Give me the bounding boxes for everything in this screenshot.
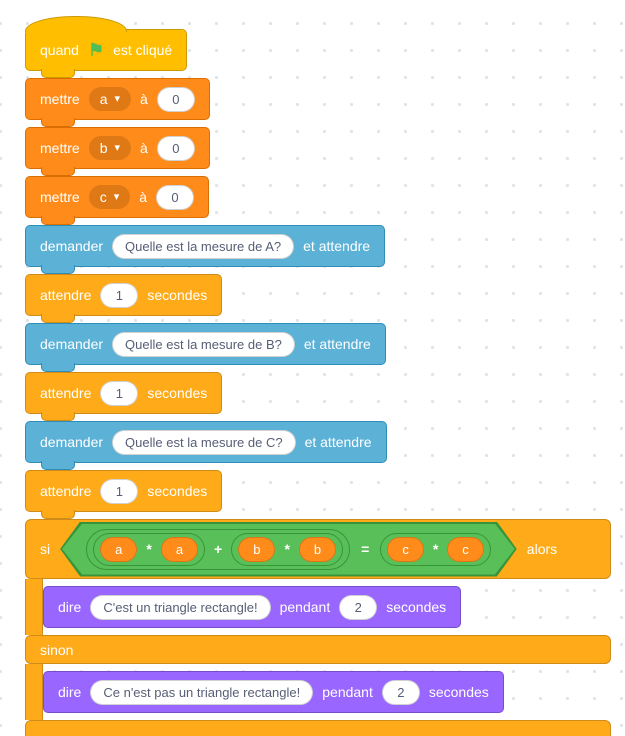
and-wait-label: et attendre bbox=[303, 336, 371, 352]
to-label: à bbox=[140, 140, 148, 156]
when-flag-clicked-block[interactable]: quand ⚑ est cliqué bbox=[25, 16, 188, 78]
for-label: pendant bbox=[279, 599, 331, 615]
set-variable-a-block[interactable]: mettre a ▾ à 0 bbox=[25, 78, 210, 127]
seconds-label: secondes bbox=[147, 287, 208, 303]
multiply-symbol: * bbox=[146, 541, 152, 557]
set-variable-c-block[interactable]: mettre c ▾ à 0 bbox=[25, 176, 210, 225]
multiply-symbol: * bbox=[284, 541, 290, 557]
say-then-seconds-input[interactable]: 2 bbox=[339, 594, 378, 620]
set-a-value-input[interactable]: 0 bbox=[156, 86, 195, 112]
seconds-label: secondes bbox=[428, 684, 489, 700]
to-label: à bbox=[140, 91, 148, 107]
seconds-label: secondes bbox=[147, 483, 208, 499]
ask-b-block[interactable]: demander Quelle est la mesure de B? et a… bbox=[25, 323, 386, 372]
wait-block-2[interactable]: attendre 1 secondes bbox=[25, 372, 223, 421]
multiply-cc-block[interactable]: c * c bbox=[380, 533, 490, 566]
set-b-value-input[interactable]: 0 bbox=[156, 135, 195, 161]
block-stack: quand ⚑ est cliqué mettre a ▾ à 0 mettre… bbox=[25, 16, 611, 736]
c-block-spine bbox=[25, 579, 43, 635]
seconds-label: secondes bbox=[386, 599, 447, 615]
variable-a-dropdown-value: a bbox=[99, 91, 108, 107]
wait-block-3[interactable]: attendre 1 secondes bbox=[25, 470, 223, 519]
say-label: dire bbox=[58, 684, 82, 700]
plus-symbol: + bbox=[214, 541, 223, 557]
variable-c-pill[interactable]: c bbox=[447, 537, 484, 562]
wait-block-1[interactable]: attendre 1 secondes bbox=[25, 274, 223, 323]
variable-b-pill[interactable]: b bbox=[238, 537, 275, 562]
ask-label: demander bbox=[40, 336, 104, 352]
set-label: mettre bbox=[40, 140, 80, 156]
variable-a-pill[interactable]: a bbox=[100, 537, 137, 562]
clicked-label: est cliqué bbox=[113, 42, 173, 58]
set-c-value-input[interactable]: 0 bbox=[156, 184, 195, 210]
equals-symbol: = bbox=[361, 541, 370, 557]
equals-operator-block[interactable]: a * a + b * b = bbox=[60, 522, 517, 577]
if-header[interactable]: si a * a + b * bbox=[25, 519, 611, 579]
if-branch: dire C'est un triangle rectangle! pendan… bbox=[25, 579, 611, 635]
ask-label: demander bbox=[40, 434, 104, 450]
and-wait-label: et attendre bbox=[303, 238, 371, 254]
variable-a-pill[interactable]: a bbox=[161, 537, 198, 562]
chevron-down-icon: ▾ bbox=[114, 141, 121, 154]
say-else-message-input[interactable]: Ce n'est pas un triangle rectangle! bbox=[90, 679, 314, 705]
variable-a-dropdown[interactable]: a ▾ bbox=[88, 87, 132, 111]
say-else-seconds-input[interactable]: 2 bbox=[381, 679, 420, 705]
if-branch-content: dire C'est un triangle rectangle! pendan… bbox=[43, 579, 462, 635]
else-label: sinon bbox=[40, 641, 74, 658]
ask-a-question-input[interactable]: Quelle est la mesure de A? bbox=[112, 233, 295, 259]
ask-b-question-input[interactable]: Quelle est la mesure de B? bbox=[112, 331, 295, 357]
ask-label: demander bbox=[40, 238, 104, 254]
else-bar[interactable]: sinon bbox=[25, 635, 611, 664]
set-label: mettre bbox=[40, 91, 80, 107]
multiply-symbol: * bbox=[432, 541, 439, 557]
wait-1-value-input[interactable]: 1 bbox=[100, 282, 139, 308]
if-else-block[interactable]: si a * a + b * bbox=[25, 519, 611, 736]
set-variable-b-block[interactable]: mettre b ▾ à 0 bbox=[25, 127, 210, 176]
say-else-block[interactable]: dire Ce n'est pas un triangle rectangle!… bbox=[43, 671, 504, 713]
wait-label: attendre bbox=[40, 385, 92, 401]
and-wait-label: et attendre bbox=[304, 434, 372, 450]
ask-c-block[interactable]: demander Quelle est la mesure de C? et a… bbox=[25, 421, 387, 470]
seconds-label: secondes bbox=[147, 385, 208, 401]
green-flag-icon: ⚑ bbox=[87, 40, 105, 60]
say-label: dire bbox=[58, 599, 82, 615]
ask-c-question-input[interactable]: Quelle est la mesure de C? bbox=[112, 429, 296, 455]
else-branch: dire Ce n'est pas un triangle rectangle!… bbox=[25, 664, 611, 720]
when-label: quand bbox=[40, 42, 79, 58]
wait-label: attendre bbox=[40, 287, 92, 303]
variable-c-pill[interactable]: c bbox=[387, 537, 424, 562]
multiply-bb-block[interactable]: b * b bbox=[231, 533, 343, 566]
ask-a-block[interactable]: demander Quelle est la mesure de A? et a… bbox=[25, 225, 386, 274]
c-block-spine bbox=[25, 664, 43, 720]
chevron-down-icon: ▾ bbox=[113, 190, 120, 203]
multiply-aa-block[interactable]: a * a bbox=[93, 533, 205, 566]
variable-c-dropdown[interactable]: c ▾ bbox=[88, 185, 131, 209]
variable-b-pill[interactable]: b bbox=[299, 537, 336, 562]
say-then-message-input[interactable]: C'est un triangle rectangle! bbox=[90, 594, 271, 620]
to-label: à bbox=[139, 189, 148, 205]
chevron-down-icon: ▾ bbox=[114, 92, 121, 105]
say-then-block[interactable]: dire C'est un triangle rectangle! pendan… bbox=[43, 586, 462, 628]
set-label: mettre bbox=[40, 189, 80, 205]
equals-operator-body: a * a + b * b = bbox=[62, 524, 515, 575]
plus-operator-block[interactable]: a * a + b * b bbox=[86, 529, 350, 570]
if-label: si bbox=[40, 541, 51, 557]
c-block-end-cap[interactable] bbox=[25, 720, 611, 736]
wait-2-value-input[interactable]: 1 bbox=[100, 380, 139, 406]
else-branch-content: dire Ce n'est pas un triangle rectangle!… bbox=[43, 664, 504, 720]
variable-b-dropdown-value: b bbox=[99, 140, 108, 156]
variable-c-dropdown-value: c bbox=[99, 189, 107, 205]
variable-b-dropdown[interactable]: b ▾ bbox=[88, 136, 132, 160]
for-label: pendant bbox=[322, 684, 373, 700]
then-label: alors bbox=[526, 541, 558, 557]
wait-label: attendre bbox=[40, 483, 92, 499]
wait-3-value-input[interactable]: 1 bbox=[100, 478, 139, 504]
